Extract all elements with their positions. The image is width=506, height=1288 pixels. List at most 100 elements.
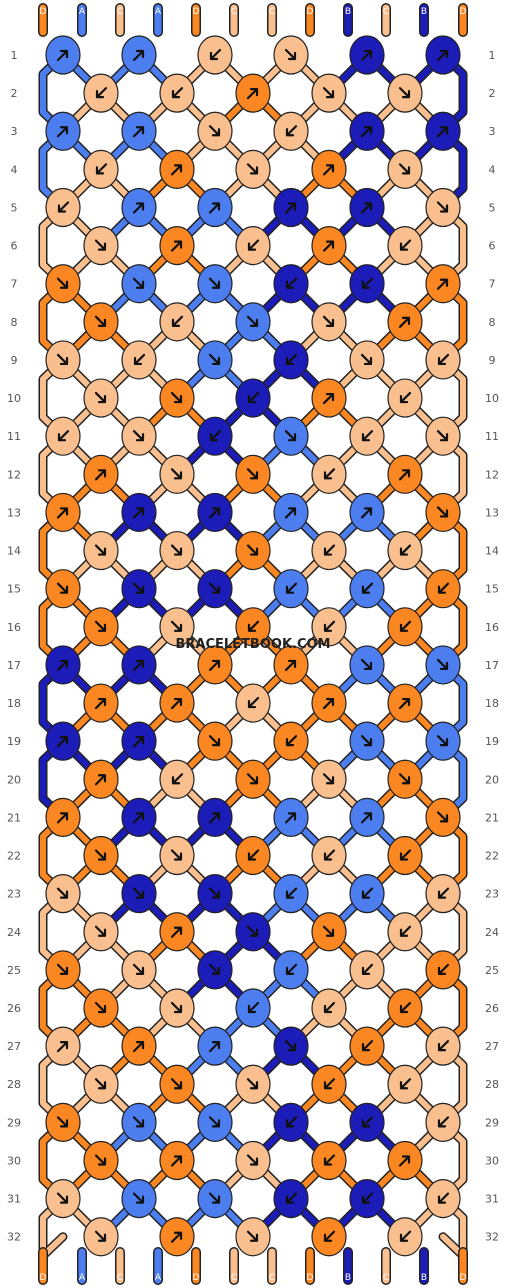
knot (197, 340, 233, 380)
knot-arrow-icon (170, 1078, 183, 1090)
knot-arrow-icon (94, 544, 107, 556)
knot (349, 645, 385, 685)
knot-arrow-icon (322, 697, 335, 710)
knot-arrow-icon (95, 87, 108, 99)
knot-arrow-icon (360, 812, 373, 824)
knot (349, 264, 385, 304)
string-label-top: A (155, 7, 162, 17)
string-label-bottom: B (345, 1273, 351, 1283)
knot-arrow-icon (132, 887, 145, 899)
knot-arrow-icon (132, 736, 145, 748)
knot (311, 988, 347, 1028)
knot (273, 111, 309, 151)
knot (387, 1064, 423, 1104)
knot (273, 187, 309, 228)
row-number-left: 9 (11, 354, 18, 367)
knot (197, 1026, 233, 1066)
knot (159, 1217, 195, 1257)
knot-arrow-icon (284, 659, 297, 672)
knot (235, 912, 271, 952)
row-number-right: 12 (485, 468, 499, 481)
knot (197, 721, 233, 761)
knot (273, 340, 309, 380)
knot-arrow-icon (285, 582, 298, 594)
knot (349, 340, 385, 380)
row-number-right: 31 (485, 1193, 499, 1206)
knot-arrow-icon (437, 1116, 450, 1128)
knot (83, 912, 119, 952)
knot-arrow-icon (322, 773, 335, 785)
knot (425, 492, 461, 533)
knot-arrow-icon (361, 1192, 374, 1204)
knot (273, 1178, 309, 1219)
knot (273, 645, 309, 685)
knot (83, 226, 119, 266)
knot (273, 264, 309, 304)
knot-arrow-icon (171, 315, 184, 327)
knot (197, 569, 233, 609)
knot (349, 874, 385, 914)
knot-arrow-icon (56, 353, 69, 366)
knot (349, 111, 385, 151)
knot (311, 1217, 347, 1257)
string-label-top: C (117, 7, 123, 17)
row-number-right: 5 (489, 201, 496, 214)
knot-arrow-icon (284, 430, 297, 442)
knot (349, 1102, 385, 1142)
row-number-left: 31 (7, 1193, 21, 1206)
knot (349, 569, 385, 609)
string-label-top: D (193, 7, 200, 17)
knot (197, 1178, 233, 1219)
knot-arrow-icon (56, 582, 69, 594)
knot (235, 759, 271, 799)
knot (425, 340, 461, 380)
knot (197, 111, 233, 151)
string-label-bottom: D (460, 1273, 467, 1283)
knot (273, 35, 309, 75)
knot-arrow-icon (208, 125, 221, 137)
knot-arrow-icon (133, 353, 146, 366)
knot-arrow-icon (436, 126, 449, 138)
knot (425, 950, 461, 990)
knot (45, 797, 81, 838)
knot (45, 645, 81, 685)
knot (83, 530, 119, 571)
knot-arrow-icon (284, 507, 297, 519)
row-number-left: 1 (11, 49, 18, 62)
string-label-bottom: A (79, 1273, 86, 1283)
knot (45, 1102, 81, 1142)
string-label-top: A (79, 7, 86, 17)
knot (83, 1064, 119, 1104)
knot-arrow-icon (209, 48, 222, 61)
row-number-left: 21 (7, 811, 21, 824)
knot (159, 530, 195, 571)
knot-arrow-icon (398, 316, 411, 328)
knot-arrow-icon (399, 849, 412, 861)
knot (159, 1140, 195, 1181)
knot (273, 492, 309, 533)
knot (197, 950, 233, 990)
row-number-right: 25 (485, 964, 499, 977)
knot-arrow-icon (56, 887, 69, 899)
knot (197, 35, 233, 75)
knot (197, 187, 233, 228)
knot (311, 835, 347, 876)
knot (121, 416, 157, 456)
knot (349, 492, 385, 533)
knot-arrow-icon (94, 1078, 107, 1090)
row-number-left: 25 (7, 964, 21, 977)
row-number-right: 7 (489, 278, 496, 291)
knot (83, 73, 119, 113)
knot-arrow-icon (170, 468, 183, 480)
knot (45, 35, 81, 75)
knot (45, 950, 81, 990)
knot (349, 950, 385, 990)
knot (235, 226, 271, 266)
knot (121, 1102, 157, 1142)
knot-arrow-icon (360, 507, 373, 519)
knot-arrow-icon (132, 1192, 145, 1204)
knot (387, 988, 423, 1028)
knot-arrow-icon (170, 240, 183, 252)
knot-arrow-icon (399, 1078, 412, 1090)
knot-arrow-icon (56, 812, 69, 824)
